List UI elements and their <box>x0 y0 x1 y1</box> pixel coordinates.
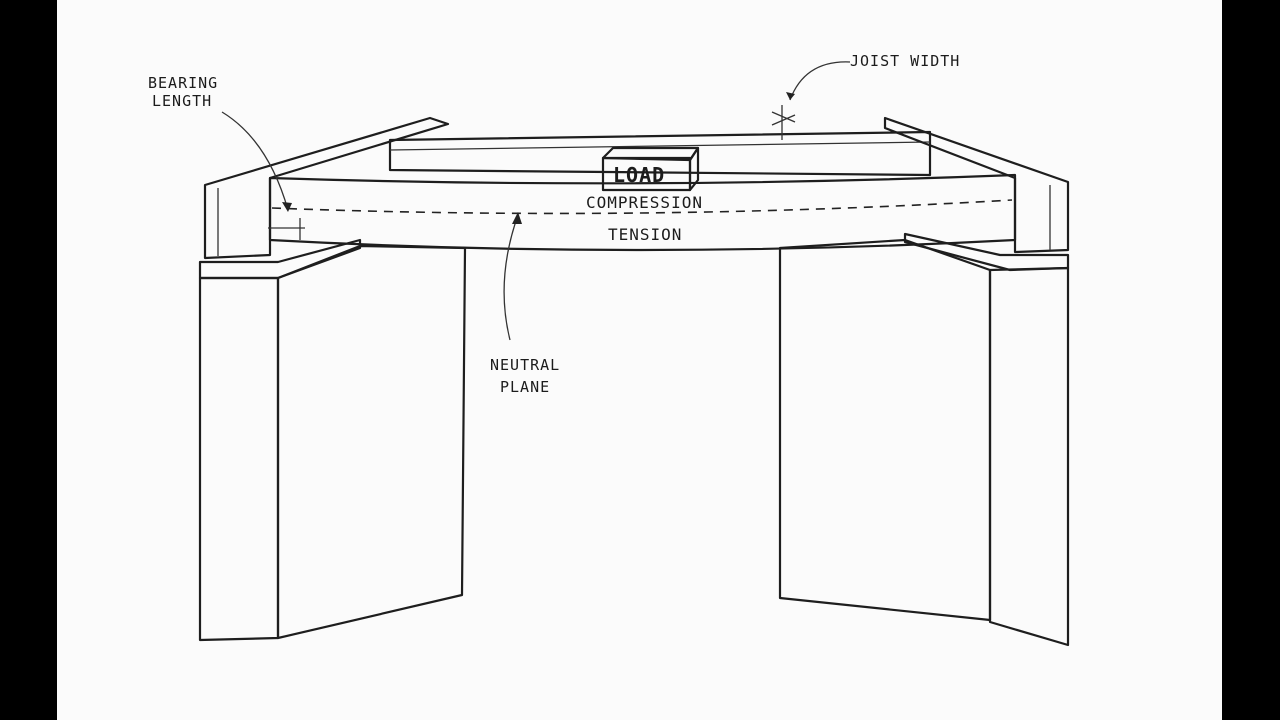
right-support-pier <box>778 232 1070 647</box>
left-support-pier <box>198 238 467 642</box>
back-joist <box>388 130 932 177</box>
compression-label: COMPRESSION <box>586 193 703 212</box>
load-block <box>601 146 700 192</box>
load-label: LOAD <box>613 163 665 187</box>
neutral-plane-line <box>271 199 1013 215</box>
neutral-plane-label-line1: NEUTRAL <box>490 356 560 374</box>
main-joist <box>268 173 1017 252</box>
neutral-plane-label-line2: PLANE <box>500 378 550 396</box>
bearing-length-arrow <box>221 111 292 212</box>
bearing-length-label-line1: BEARING <box>148 74 218 92</box>
paper-sheet <box>57 0 1222 720</box>
right-rim-board <box>883 116 1070 254</box>
joist-width-label: JOIST WIDTH <box>850 52 960 70</box>
joist-width-dimension <box>771 61 851 140</box>
bearing-length-label-line2: LENGTH <box>152 92 212 110</box>
neutral-plane-arrow <box>503 212 522 341</box>
tension-label: TENSION <box>608 225 682 244</box>
